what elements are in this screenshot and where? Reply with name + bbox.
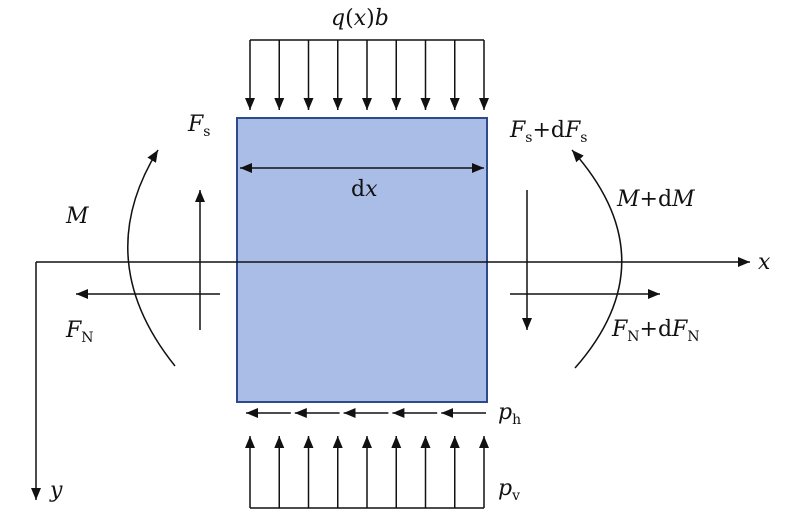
distributed-load-qxb bbox=[245, 39, 489, 110]
label-fs-right: Fs+dFs bbox=[510, 118, 588, 146]
beam-element bbox=[236, 117, 488, 403]
moment-left-arc bbox=[127, 149, 176, 367]
label-fn-right: FN+dFN bbox=[612, 317, 700, 345]
label-dx: dx bbox=[351, 177, 378, 202]
label-m-right: M+dM bbox=[617, 187, 695, 212]
distributed-load-pv bbox=[245, 436, 489, 509]
moment-right-arc bbox=[571, 149, 623, 369]
label-fn-left: FN bbox=[66, 318, 94, 346]
label-fs-left: Fs bbox=[188, 112, 211, 140]
label-y-axis: y bbox=[50, 478, 63, 503]
label-pv: pv bbox=[498, 476, 521, 504]
label-x-axis: x bbox=[758, 250, 771, 275]
label-qxb: q(x)b bbox=[331, 6, 389, 31]
label-ph: ph bbox=[498, 400, 522, 428]
label-m-left: M bbox=[66, 204, 89, 229]
